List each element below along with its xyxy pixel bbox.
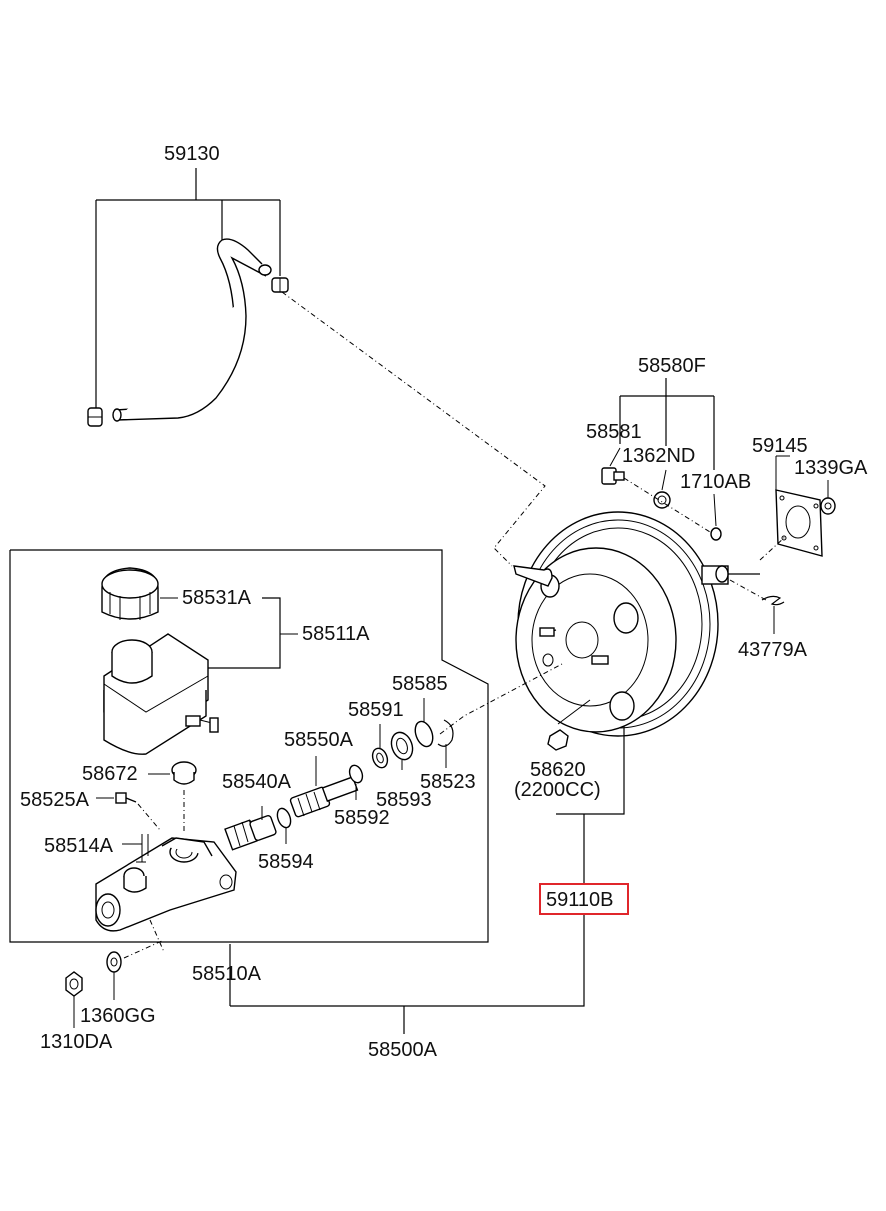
label-58510a: 58510A xyxy=(192,963,262,985)
label-59145: 59145 xyxy=(752,435,808,457)
label-58540a: 58540A xyxy=(222,771,292,793)
clip-1710ab xyxy=(710,527,722,541)
booster-fittings-group xyxy=(601,378,722,541)
label-58581: 58581 xyxy=(586,421,642,443)
label-58511a: 58511A xyxy=(302,623,370,645)
label-58585: 58585 xyxy=(392,673,448,695)
nut-1310da xyxy=(65,971,83,1028)
seal-58593 xyxy=(390,731,414,770)
label-58593: 58593 xyxy=(376,789,432,811)
check-valve xyxy=(601,467,625,485)
washer-1360gg xyxy=(106,939,165,1000)
vacuum-hose-group xyxy=(87,168,546,567)
label-1339ga: 1339GA xyxy=(794,457,868,479)
label-58514a: 58514A xyxy=(44,835,114,857)
booster-gasket xyxy=(759,455,823,561)
label-58580f: 58580F xyxy=(638,355,706,377)
label-58523: 58523 xyxy=(420,771,476,793)
reservoir-grommet xyxy=(148,761,197,834)
pin-58525a xyxy=(96,792,161,831)
label-59130: 59130 xyxy=(164,143,220,165)
fitting-58514a xyxy=(122,834,149,862)
hose-clamp-left xyxy=(87,407,103,427)
master-cylinder-box xyxy=(9,549,489,943)
label-58620: 58620 xyxy=(530,759,586,781)
label-58591: 58591 xyxy=(348,699,404,721)
label-58531a: 58531A xyxy=(182,587,252,609)
highlight-box-59110b xyxy=(539,883,629,915)
label-58594: 58594 xyxy=(258,851,314,873)
primary-piston xyxy=(289,756,359,818)
label-1310da: 1310DA xyxy=(40,1031,113,1053)
label-43779a: 43779A xyxy=(738,639,808,661)
label-2200cc: (2200CC) xyxy=(514,779,601,801)
label-58592: 58592 xyxy=(334,807,390,829)
snap-ring-58523 xyxy=(437,719,454,768)
washer-58592 xyxy=(348,764,364,800)
label-1710ab: 1710AB xyxy=(680,471,751,493)
secondary-piston-spring xyxy=(224,806,277,851)
label-58525a: 58525A xyxy=(20,789,90,811)
reservoir xyxy=(103,633,219,755)
seal-58591 xyxy=(371,724,389,769)
label-58550a: 58550A xyxy=(284,729,354,751)
reservoir-cap xyxy=(101,567,159,620)
label-59110b[interactable]: 59110B xyxy=(546,889,613,911)
label-58672: 58672 xyxy=(82,763,138,785)
nut-58620 xyxy=(547,699,591,751)
label-1360gg: 1360GG xyxy=(80,1005,156,1027)
label-58500a: 58500A xyxy=(368,1039,438,1061)
label-1362nd: 1362ND xyxy=(622,445,695,467)
master-cylinder-body xyxy=(95,837,237,932)
nut-1339ga xyxy=(820,480,836,515)
ring-58585 xyxy=(414,698,434,748)
pin-43779a xyxy=(729,579,785,634)
hose-clamp-right xyxy=(271,277,289,293)
brake-booster xyxy=(513,511,760,737)
seal-58594 xyxy=(276,807,292,844)
